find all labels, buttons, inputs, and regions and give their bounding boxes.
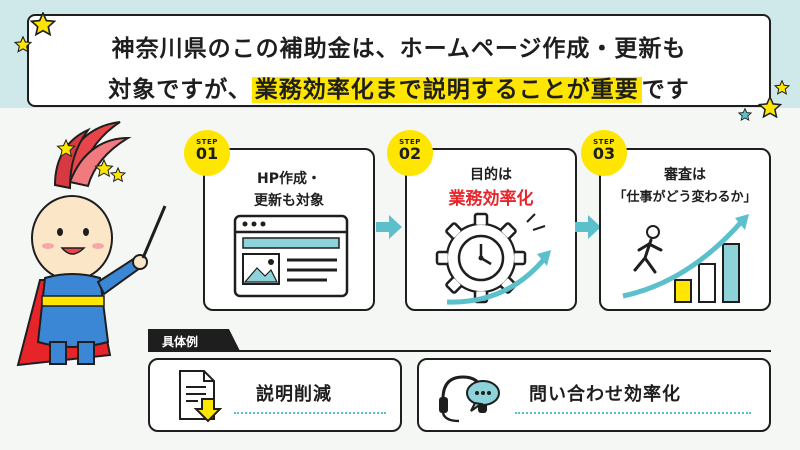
step-badge-number: 02 [398,144,422,163]
step-3-text-line-2: 「仕事がどう変わるか」 [613,190,757,205]
step-card-3: 審査は 「仕事がどう変わるか」 [599,148,771,311]
example-label-1: 説明削減 [256,384,332,405]
dotted-underline [515,412,751,414]
title-line-1: 神奈川県のこの補助金は、ホームページ作成・更新も [111,36,687,62]
example-card-2: 問い合わせ効率化 [417,358,771,432]
step-badge-label: STEP [196,138,218,146]
headset-chat-icon [439,375,500,423]
title-line-2-post: です [641,77,690,103]
star-icon [774,80,790,95]
step-badge-number: 01 [195,144,219,163]
arrow-right-icon [575,215,601,239]
dotted-underline [234,412,386,414]
running-person-growth-icon [622,214,749,303]
step-badge-number: 03 [592,144,616,163]
step-badge-label: STEP [593,138,615,146]
step-badge-label: STEP [399,138,421,146]
title-highlight: 業務効率化まで説明することが重要 [251,77,642,103]
step-2-text-line-1: 目的は [470,167,512,183]
browser-window-icon [233,214,349,298]
title-line-2: 対象ですが、業務効率化まで説明することが重要です [29,70,769,104]
title-line-2-pre: 対象ですが、 [108,77,252,103]
example-divider [148,350,771,352]
hero-mascot [16,121,167,367]
step-badge-3: STEP 03 [581,130,627,176]
example-tag: 具体例 [148,329,240,351]
step-2-text-line-2: 業務効率化 [448,189,534,209]
example-card-1: 説明削減 [148,358,402,432]
star-icon [758,96,782,119]
step-3-text-line-1: 審査は [664,167,706,183]
gear-clock-icon [435,212,551,305]
step-1-text-line-2: 更新も対象 [254,193,324,209]
step-1-text-line-1: HP作成・ [257,171,321,187]
step-badge-2: STEP 02 [387,130,433,176]
document-download-icon [179,370,222,423]
title-box: 神奈川県のこの補助金は、ホームページ作成・更新も 対象ですが、業務効率化まで説明… [27,14,771,107]
star-icon [738,108,752,122]
step-card-1: HP作成・ 更新も対象 [203,148,375,311]
step-card-2: 目的は 業務効率化 [405,148,577,311]
example-label-2: 問い合わせ効率化 [529,384,681,405]
arrow-right-icon [376,215,402,239]
star-icon [30,12,56,37]
star-icon [14,36,32,53]
step-badge-1: STEP 01 [184,130,230,176]
